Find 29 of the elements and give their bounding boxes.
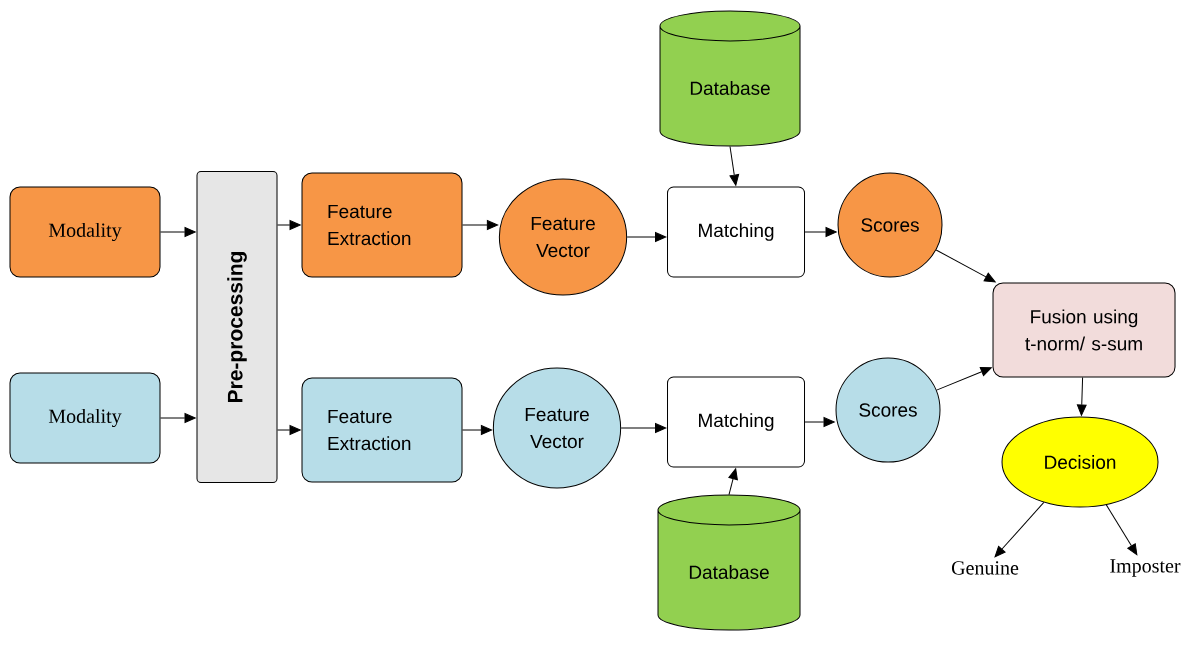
fusion-box: Fusion using t-norm/ s-sum (992, 282, 1176, 378)
arrow (804, 417, 835, 427)
arrow (462, 220, 499, 230)
process-box: Feature Extraction (301, 377, 463, 483)
outcome-label: Genuine (951, 561, 1019, 575)
arrow (462, 425, 493, 435)
database-cylinder: Database (659, 10, 801, 147)
preprocessing-box: Pre-processing (196, 171, 278, 483)
arrow (626, 232, 667, 242)
database-cylinder: Database (657, 494, 801, 631)
matching-box: Matching (667, 186, 805, 278)
process-box: Feature Extraction (301, 172, 463, 278)
arrow (1076, 377, 1087, 416)
arrow (728, 468, 738, 496)
arrow (994, 501, 1045, 558)
matching-box: Matching (667, 376, 805, 468)
modality-box: Modality (9, 186, 161, 278)
arrow (277, 220, 301, 230)
arrow (936, 367, 992, 391)
arrow (804, 227, 837, 237)
arrow (160, 413, 196, 423)
arrow (277, 425, 301, 435)
arrow (935, 249, 996, 283)
outcome-label: Imposter (1110, 559, 1181, 577)
arrow (160, 227, 196, 237)
arrow (729, 146, 740, 186)
arrow (620, 423, 667, 433)
arrow (1105, 504, 1138, 556)
modality-box: Modality (9, 372, 161, 464)
